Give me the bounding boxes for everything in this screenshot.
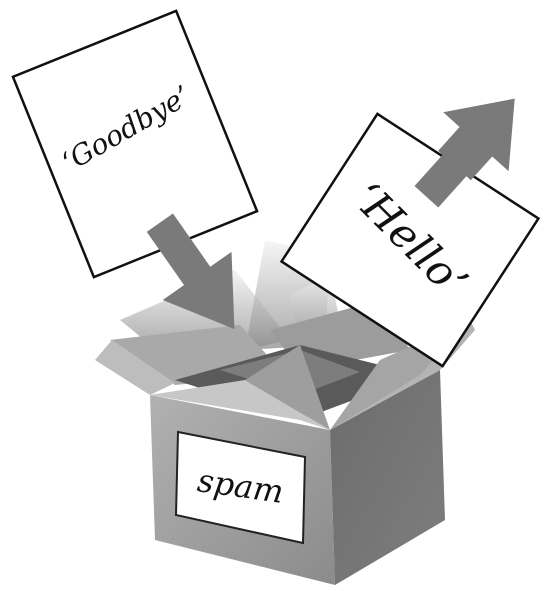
goodbye-card: ‘Goodbye’ (13, 11, 257, 277)
goodbye-card-paper (13, 11, 257, 277)
